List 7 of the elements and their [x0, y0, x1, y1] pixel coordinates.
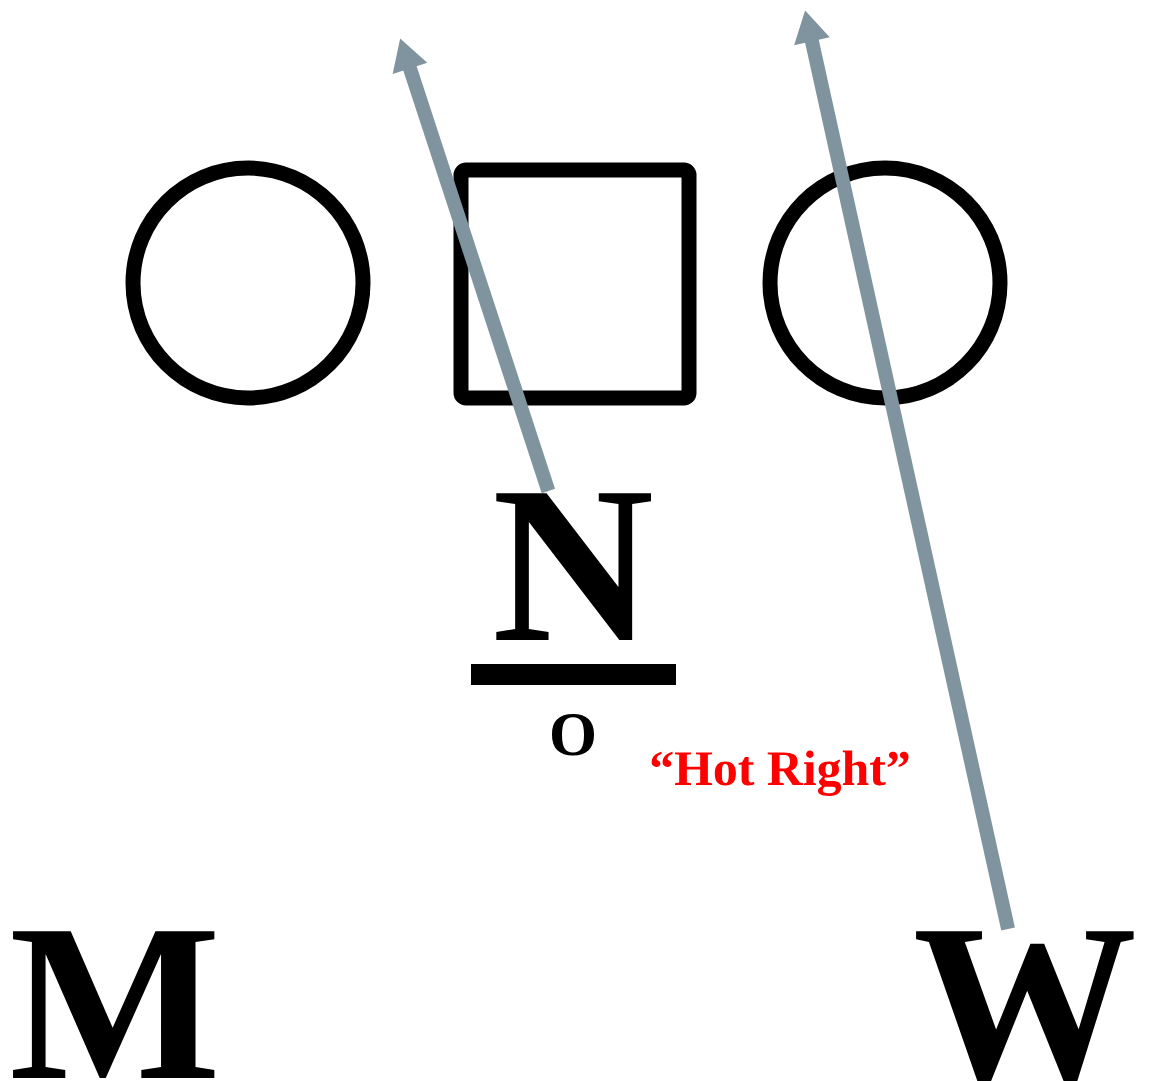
player-letter: N [471, 493, 676, 685]
player-circle [125, 160, 371, 406]
player-circle [762, 160, 1008, 406]
player-letter: W [916, 931, 1134, 1081]
player-letter: M [13, 931, 215, 1078]
center-square [453, 162, 697, 406]
call-text: “Hot Right” [651, 750, 909, 796]
